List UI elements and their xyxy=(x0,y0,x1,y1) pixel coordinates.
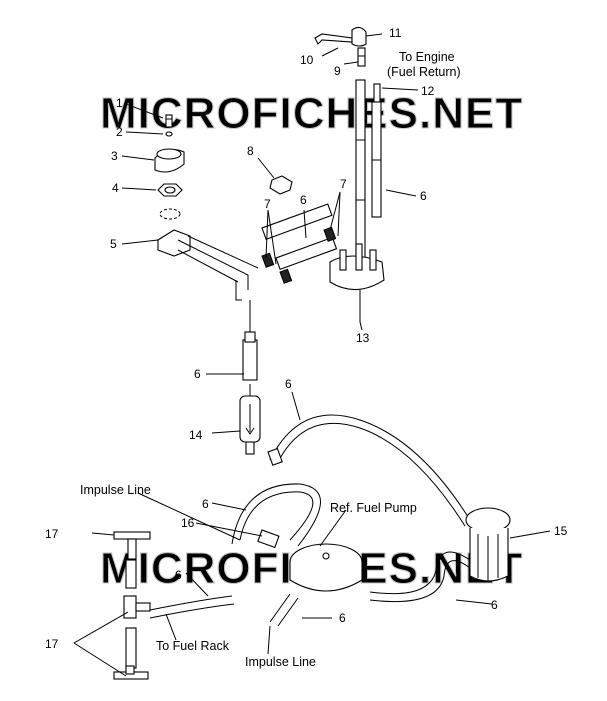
fuel-return-fittings xyxy=(314,26,382,261)
callout-5: 5 xyxy=(110,237,117,251)
callout-6-long: 6 xyxy=(285,377,292,391)
label-impulse-line-top: Impulse Line xyxy=(80,483,151,497)
watermark-top: MICROFICHES.NET xyxy=(100,89,523,138)
callout-6-bottom-right: 6 xyxy=(491,598,498,612)
callout-4: 4 xyxy=(112,181,119,195)
callout-16: 16 xyxy=(181,516,195,530)
pump-assembly xyxy=(149,483,471,627)
callout-10: 10 xyxy=(300,53,314,67)
callout-6-right: 6 xyxy=(420,189,427,203)
tee-fittings-17 xyxy=(113,531,151,680)
callout-7-left: 7 xyxy=(264,197,271,211)
callout-12: 12 xyxy=(421,84,435,98)
callout-14: 14 xyxy=(189,428,203,442)
label-impulse-line-bottom: Impulse Line xyxy=(245,655,316,669)
callout-3: 3 xyxy=(111,149,118,163)
callout-8: 8 xyxy=(247,144,254,158)
callout-6-hose-mid: 6 xyxy=(300,193,307,207)
label-fuel-return: (Fuel Return) xyxy=(387,65,461,79)
callout-6-filter: 6 xyxy=(194,367,201,381)
fuel-filter-15 xyxy=(465,507,511,582)
leader-lines xyxy=(73,33,551,677)
callout-13: 13 xyxy=(356,331,370,345)
callout-2: 2 xyxy=(116,125,123,139)
center-hoses xyxy=(235,175,338,381)
label-to-fuel-rack: To Fuel Rack xyxy=(156,639,230,653)
callout-11: 11 xyxy=(389,26,402,40)
long-fuel-hose xyxy=(267,414,471,527)
callout-6-left: 6 xyxy=(175,568,182,582)
callout-9: 9 xyxy=(334,64,341,78)
callout-7-right: 7 xyxy=(340,177,347,191)
label-to-engine: To Engine xyxy=(399,50,455,64)
callout-6-center: 6 xyxy=(202,497,209,511)
label-ref-fuel-pump: Ref. Fuel Pump xyxy=(330,501,417,515)
callout-15: 15 xyxy=(554,524,568,538)
callout-17-top: 17 xyxy=(45,527,59,541)
inline-fuel-filter-14 xyxy=(239,384,261,455)
tank-fitting-stack xyxy=(154,114,259,290)
fuel-pickup-13 xyxy=(329,243,385,322)
callout-1: 1 xyxy=(116,96,123,110)
callout-6-bottom: 6 xyxy=(339,611,346,625)
callout-17-bottom: 17 xyxy=(45,637,59,651)
